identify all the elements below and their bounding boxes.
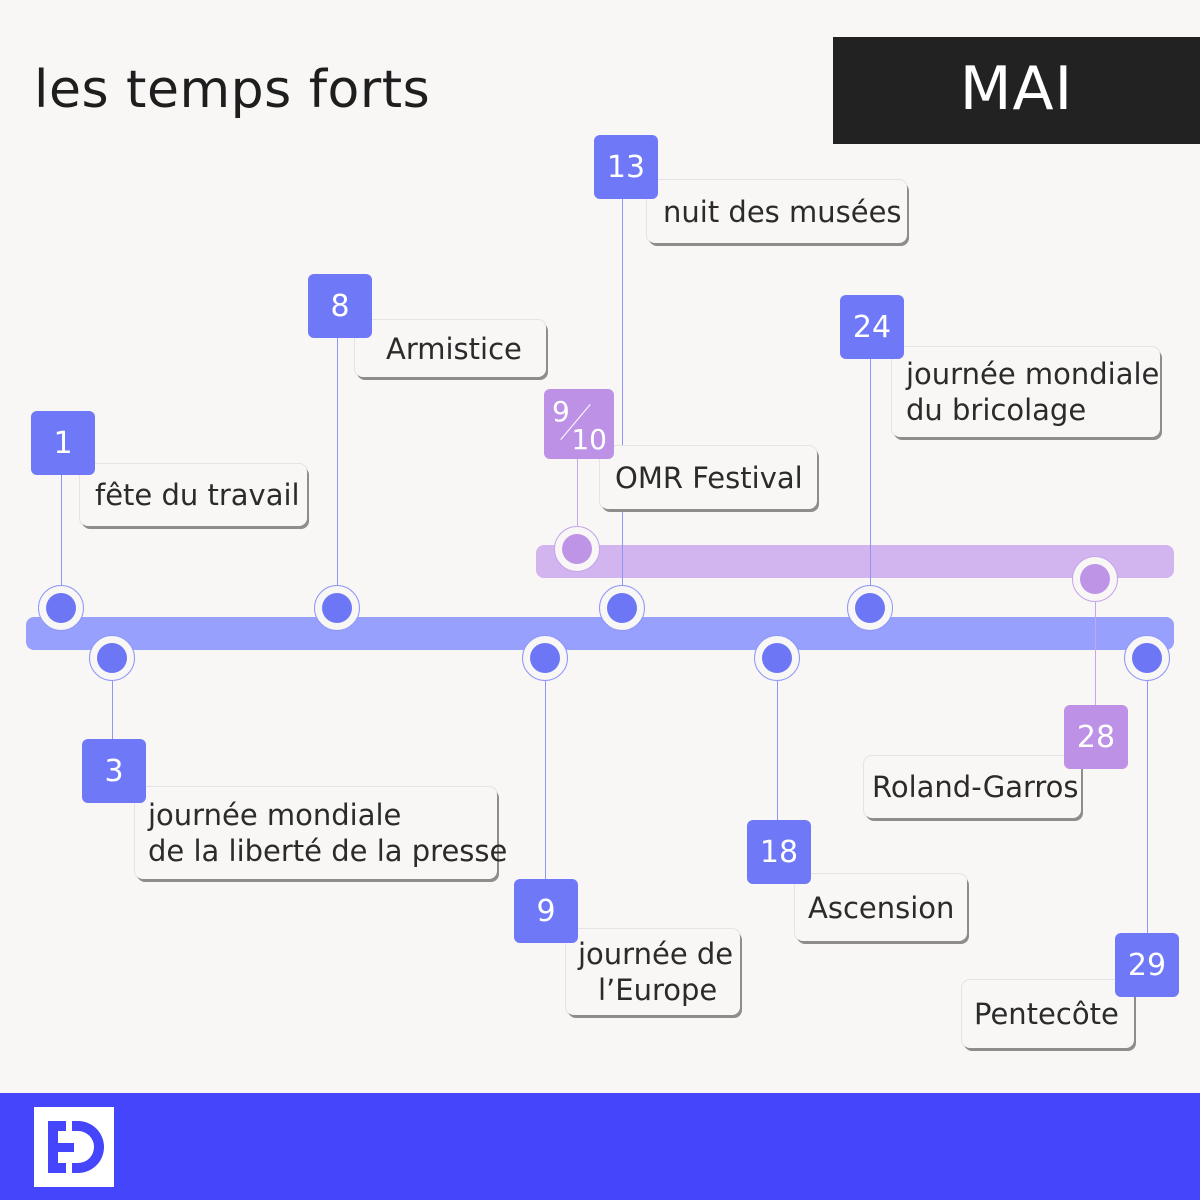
event-card-may24: journée mondiale du bricolage — [892, 347, 1160, 437]
event-card-may3: journée mondiale de la liberté de la pre… — [135, 787, 508, 879]
connector-may9 — [545, 681, 546, 879]
date-label-omr-end: 10 — [571, 423, 607, 456]
date-badge-may29: 29 — [1115, 933, 1179, 997]
event-card-omr: OMR Festival — [600, 446, 817, 509]
event-card-may8: Armistice — [355, 320, 546, 377]
date-label-may8: 8 — [330, 288, 350, 324]
timeline-node-may1 — [38, 585, 84, 631]
date-badge-may28: 28 — [1064, 705, 1128, 769]
timeline-node-omr — [554, 526, 600, 572]
footer-bar — [0, 1093, 1200, 1200]
timeline-node-may24 — [847, 585, 893, 631]
timeline-node-may29 — [1124, 635, 1170, 681]
event-label-may13: nuit des musées — [663, 194, 902, 229]
event-card-may28: Roland-Garros — [864, 756, 1081, 818]
connector-may24 — [870, 359, 871, 585]
date-label-may9: 9 — [536, 893, 556, 929]
connector-may28 — [1095, 602, 1096, 705]
date-label-may13: 13 — [606, 149, 646, 185]
date-label-omr-start: 9 — [552, 395, 570, 428]
date-label-may18: 18 — [759, 834, 799, 870]
date-label-may28: 28 — [1076, 719, 1116, 755]
event-label-may24-line1: journée mondiale — [906, 357, 1160, 391]
secondary-timeline-bar — [536, 545, 1174, 578]
timeline-node-may28 — [1072, 556, 1118, 602]
event-label-may9-line2: l’Europe — [598, 973, 718, 1007]
connector-omr — [577, 458, 578, 526]
event-label-may29: Pentecôte — [974, 997, 1119, 1031]
event-label-may18: Ascension — [808, 890, 955, 925]
date-badge-may13: 13 — [594, 135, 658, 199]
event-label-may9-line1: journée de — [578, 937, 734, 971]
month-label: MAI — [959, 54, 1074, 124]
date-label-may24: 24 — [852, 309, 892, 345]
event-label-may8: Armistice — [386, 331, 522, 366]
date-badge-may18: 18 — [747, 820, 811, 884]
timeline-node-may13 — [599, 585, 645, 631]
connector-may8 — [337, 338, 338, 585]
connector-may3 — [112, 681, 113, 739]
main-timeline-bar — [26, 617, 1174, 650]
event-label-may3-line2: de la liberté de la presse — [148, 834, 508, 868]
timeline-node-may9 — [522, 635, 568, 681]
event-card-may29: Pentecôte — [962, 980, 1134, 1048]
connector-may18 — [777, 681, 778, 820]
date-badge-omr: 9 10 — [544, 389, 614, 459]
month-banner: MAI — [833, 37, 1200, 144]
event-card-may1: fête du travail — [80, 464, 307, 526]
event-card-may18: Ascension — [795, 874, 967, 941]
timeline-node-may3 — [89, 635, 135, 681]
event-card-may9: journée de l’Europe — [566, 929, 740, 1015]
date-label-may3: 3 — [104, 753, 124, 789]
event-card-may13: nuit des musées — [647, 180, 907, 243]
date-badge-may9: 9 — [514, 879, 578, 943]
date-label-may29: 29 — [1127, 947, 1167, 983]
event-label-may28: Roland-Garros — [872, 770, 1079, 804]
date-badge-may24: 24 — [840, 295, 904, 359]
connector-may29 — [1147, 681, 1148, 933]
event-label-omr: OMR Festival — [615, 460, 803, 495]
connector-may1 — [61, 474, 62, 585]
page-title: les temps forts — [34, 60, 431, 120]
event-label-may1: fête du travail — [95, 478, 300, 512]
date-badge-may1: 1 — [31, 411, 95, 475]
event-label-may3-line1: journée mondiale — [148, 798, 402, 832]
ed-logo-icon — [34, 1107, 114, 1187]
connector-may13 — [622, 198, 623, 585]
date-label-may1: 1 — [53, 425, 73, 461]
date-badge-may8: 8 — [308, 274, 372, 338]
event-label-may24-line2: du bricolage — [906, 393, 1087, 427]
timeline-node-may18 — [754, 635, 800, 681]
timeline-node-may8 — [314, 585, 360, 631]
date-badge-may3: 3 — [82, 739, 146, 803]
